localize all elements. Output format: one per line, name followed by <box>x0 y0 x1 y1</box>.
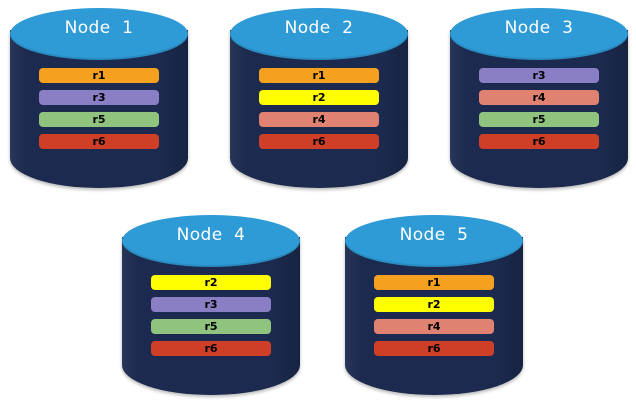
cylinder-top-ellipse <box>230 8 408 60</box>
replica-bar-r1[interactable]: r1 <box>259 68 379 83</box>
replica-bar-r5[interactable]: r5 <box>479 112 599 127</box>
replica-bar-r3[interactable]: r3 <box>479 68 599 83</box>
replica-bar-r5[interactable]: r5 <box>151 319 271 334</box>
replica-bar-r2[interactable]: r2 <box>374 297 494 312</box>
database-node-1[interactable]: Node 1 r1 r3 r5 r6 <box>10 8 188 188</box>
node-label: Node 3 <box>504 18 574 38</box>
replica-bar-r6[interactable]: r6 <box>39 134 159 149</box>
node-label: Node 5 <box>399 225 469 245</box>
replica-list: r2 r3 r5 r6 <box>151 275 271 356</box>
cylinder-top-ellipse <box>10 8 188 60</box>
replica-bar-r3[interactable]: r3 <box>151 297 271 312</box>
cylinder-top-ellipse <box>345 215 523 267</box>
replica-bar-r2[interactable]: r2 <box>259 90 379 105</box>
replica-list: r1 r2 r4 r6 <box>259 68 379 149</box>
database-node-4[interactable]: Node 4 r2 r3 r5 r6 <box>122 215 300 395</box>
replica-list: r1 r2 r4 r6 <box>374 275 494 356</box>
node-label: Node 4 <box>176 225 246 245</box>
replica-bar-r6[interactable]: r6 <box>259 134 379 149</box>
cylinder-top-ellipse <box>450 8 628 60</box>
replica-bar-r6[interactable]: r6 <box>374 341 494 356</box>
replica-bar-r1[interactable]: r1 <box>374 275 494 290</box>
replica-bar-r2[interactable]: r2 <box>151 275 271 290</box>
replica-list: r1 r3 r5 r6 <box>39 68 159 149</box>
node-label: Node 2 <box>284 18 354 38</box>
replica-bar-r4[interactable]: r4 <box>479 90 599 105</box>
replica-bar-r4[interactable]: r4 <box>374 319 494 334</box>
cylinder-top-ellipse <box>122 215 300 267</box>
replica-bar-r6[interactable]: r6 <box>151 341 271 356</box>
replica-list: r3 r4 r5 r6 <box>479 68 599 149</box>
database-node-5[interactable]: Node 5 r1 r2 r4 r6 <box>345 215 523 395</box>
database-node-2[interactable]: Node 2 r1 r2 r4 r6 <box>230 8 408 188</box>
replica-bar-r3[interactable]: r3 <box>39 90 159 105</box>
replica-bar-r4[interactable]: r4 <box>259 112 379 127</box>
replica-bar-r6[interactable]: r6 <box>479 134 599 149</box>
node-label: Node 1 <box>64 18 134 38</box>
replica-bar-r5[interactable]: r5 <box>39 112 159 127</box>
replica-bar-r1[interactable]: r1 <box>39 68 159 83</box>
database-node-3[interactable]: Node 3 r3 r4 r5 r6 <box>450 8 628 188</box>
